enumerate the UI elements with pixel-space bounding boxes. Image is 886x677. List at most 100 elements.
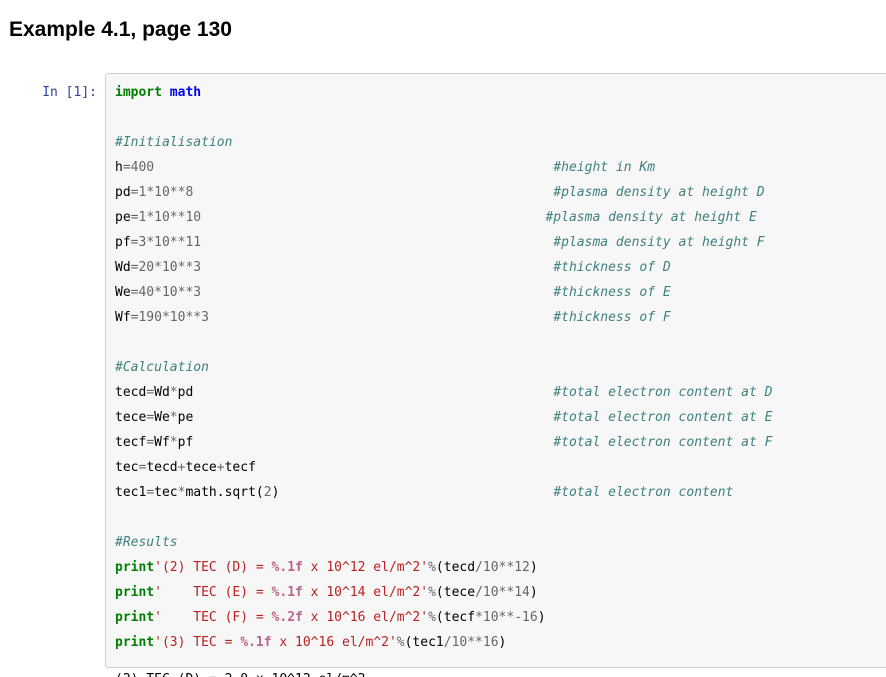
code-token: /	[475, 560, 483, 575]
code-line: print'(3) TEC = %.1f x 10^16 el/m^2'%(te…	[115, 630, 886, 655]
code-token: (tecd	[435, 560, 476, 575]
code-token: )	[271, 485, 280, 500]
code-token: #plasma density at height E	[545, 210, 757, 225]
code-token: pd	[177, 385, 194, 400]
code-token: 2	[263, 485, 272, 500]
code-token: tece	[185, 460, 217, 475]
code-token: 10	[154, 235, 170, 250]
code-token: #plasma density at height D	[553, 185, 765, 200]
code-token: **	[177, 260, 194, 275]
code-token: )	[529, 585, 538, 600]
code-token: tecf	[224, 460, 256, 475]
code-token: ' TEC (F) =	[154, 610, 272, 625]
code-token: import	[115, 85, 162, 100]
code-line: pd=1*10**8 #plasma density at height D	[115, 180, 886, 205]
code-token: 10	[482, 560, 499, 575]
code-token	[193, 410, 553, 425]
code-token: 10	[169, 310, 186, 325]
code-line: pf=3*10**11 #plasma density at height F	[115, 230, 886, 255]
code-token: **	[498, 560, 515, 575]
code-token: =	[122, 160, 131, 175]
code-token: *	[154, 285, 162, 300]
code-line: We=40*10**3 #thickness of E	[115, 280, 886, 305]
code-line	[115, 105, 886, 130]
code-token: x 10^14 el/m^2'	[302, 585, 429, 600]
code-token: 10	[154, 210, 170, 225]
code-token: =	[130, 260, 139, 275]
code-line: import math	[115, 80, 886, 105]
code-token: 40	[138, 285, 155, 300]
code-line: tec1=tec*math.sqrt(2) #total electron co…	[115, 480, 886, 505]
code-token: *	[169, 385, 178, 400]
code-token: 20	[138, 260, 155, 275]
code-token: **	[177, 285, 194, 300]
code-token	[279, 485, 553, 500]
code-token: 3	[201, 310, 209, 325]
code-line	[115, 330, 886, 355]
code-line: print'(2) TEC (D) = %.1f x 10^12 el/m^2'…	[115, 555, 886, 580]
code-token: **	[467, 635, 483, 650]
code-token: 14	[514, 585, 530, 600]
code-token: tece	[115, 410, 147, 425]
code-token: 10	[451, 635, 468, 650]
code-token: 10	[482, 610, 499, 625]
code-token: =	[146, 435, 155, 450]
code-token: 3	[193, 260, 202, 275]
code-token: Wd	[115, 260, 131, 275]
code-line: tec=tecd+tece+tecf	[115, 455, 886, 480]
code-token: =	[130, 310, 139, 325]
code-token: 10	[161, 260, 178, 275]
cell-output-clipped: (2) TEC (D) = 2.0 x 10^12 el/m^2	[115, 672, 365, 677]
code-line: tecd=Wd*pd #total electron content at D	[115, 380, 886, 405]
code-token: =	[146, 385, 155, 400]
code-token: 10	[161, 285, 178, 300]
code-token: =	[130, 210, 139, 225]
code-token: #total electron content at D	[553, 385, 773, 400]
code-token: *	[169, 435, 178, 450]
code-token: %	[428, 585, 436, 600]
code-token: **	[169, 185, 186, 200]
code-line: tece=We*pe #total electron content at E	[115, 405, 886, 430]
code-token: )	[537, 610, 546, 625]
code-token: 16	[522, 610, 538, 625]
code-token: 11	[185, 235, 202, 250]
code-token: *	[169, 410, 178, 425]
code-token: tec1	[115, 485, 147, 500]
code-line: print' TEC (F) = %.2f x 10^16 el/m^2'%(t…	[115, 605, 886, 630]
code-token: %	[396, 635, 405, 650]
code-token: 10	[185, 210, 202, 225]
code-line: tecf=Wf*pf #total electron content at F	[115, 430, 886, 455]
code-token: Wf	[154, 435, 170, 450]
code-token: *	[146, 185, 155, 200]
code-token: pe	[115, 210, 131, 225]
page-title: Example 4.1, page 130	[9, 18, 232, 42]
code-token: %.2f	[271, 610, 303, 625]
code-token: pf	[115, 235, 131, 250]
code-token: x 10^16 el/m^2'	[302, 610, 429, 625]
code-token: tecd	[115, 385, 147, 400]
code-token: 8	[185, 185, 194, 200]
code-token	[201, 260, 553, 275]
code-token: #height in Km	[553, 160, 656, 175]
code-token: tec	[115, 460, 139, 475]
code-token	[193, 185, 553, 200]
code-token: (tecf	[435, 610, 476, 625]
code-token: #thickness of F	[553, 310, 671, 325]
code-token: %	[428, 560, 436, 575]
code-line	[115, 505, 886, 530]
code-token: 10	[154, 185, 170, 200]
code-token: 10	[482, 585, 499, 600]
code-token: **	[169, 235, 186, 250]
code-line: #Results	[115, 530, 886, 555]
code-line: h=400 #height in Km	[115, 155, 886, 180]
code-token: 3	[138, 235, 147, 250]
code-token: (tec1	[404, 635, 444, 650]
code-token: 400	[130, 160, 155, 175]
code-token: pd	[115, 185, 131, 200]
code-token: print	[115, 585, 155, 600]
code-token: #total electron content	[553, 485, 734, 500]
code-token: *	[177, 485, 186, 500]
